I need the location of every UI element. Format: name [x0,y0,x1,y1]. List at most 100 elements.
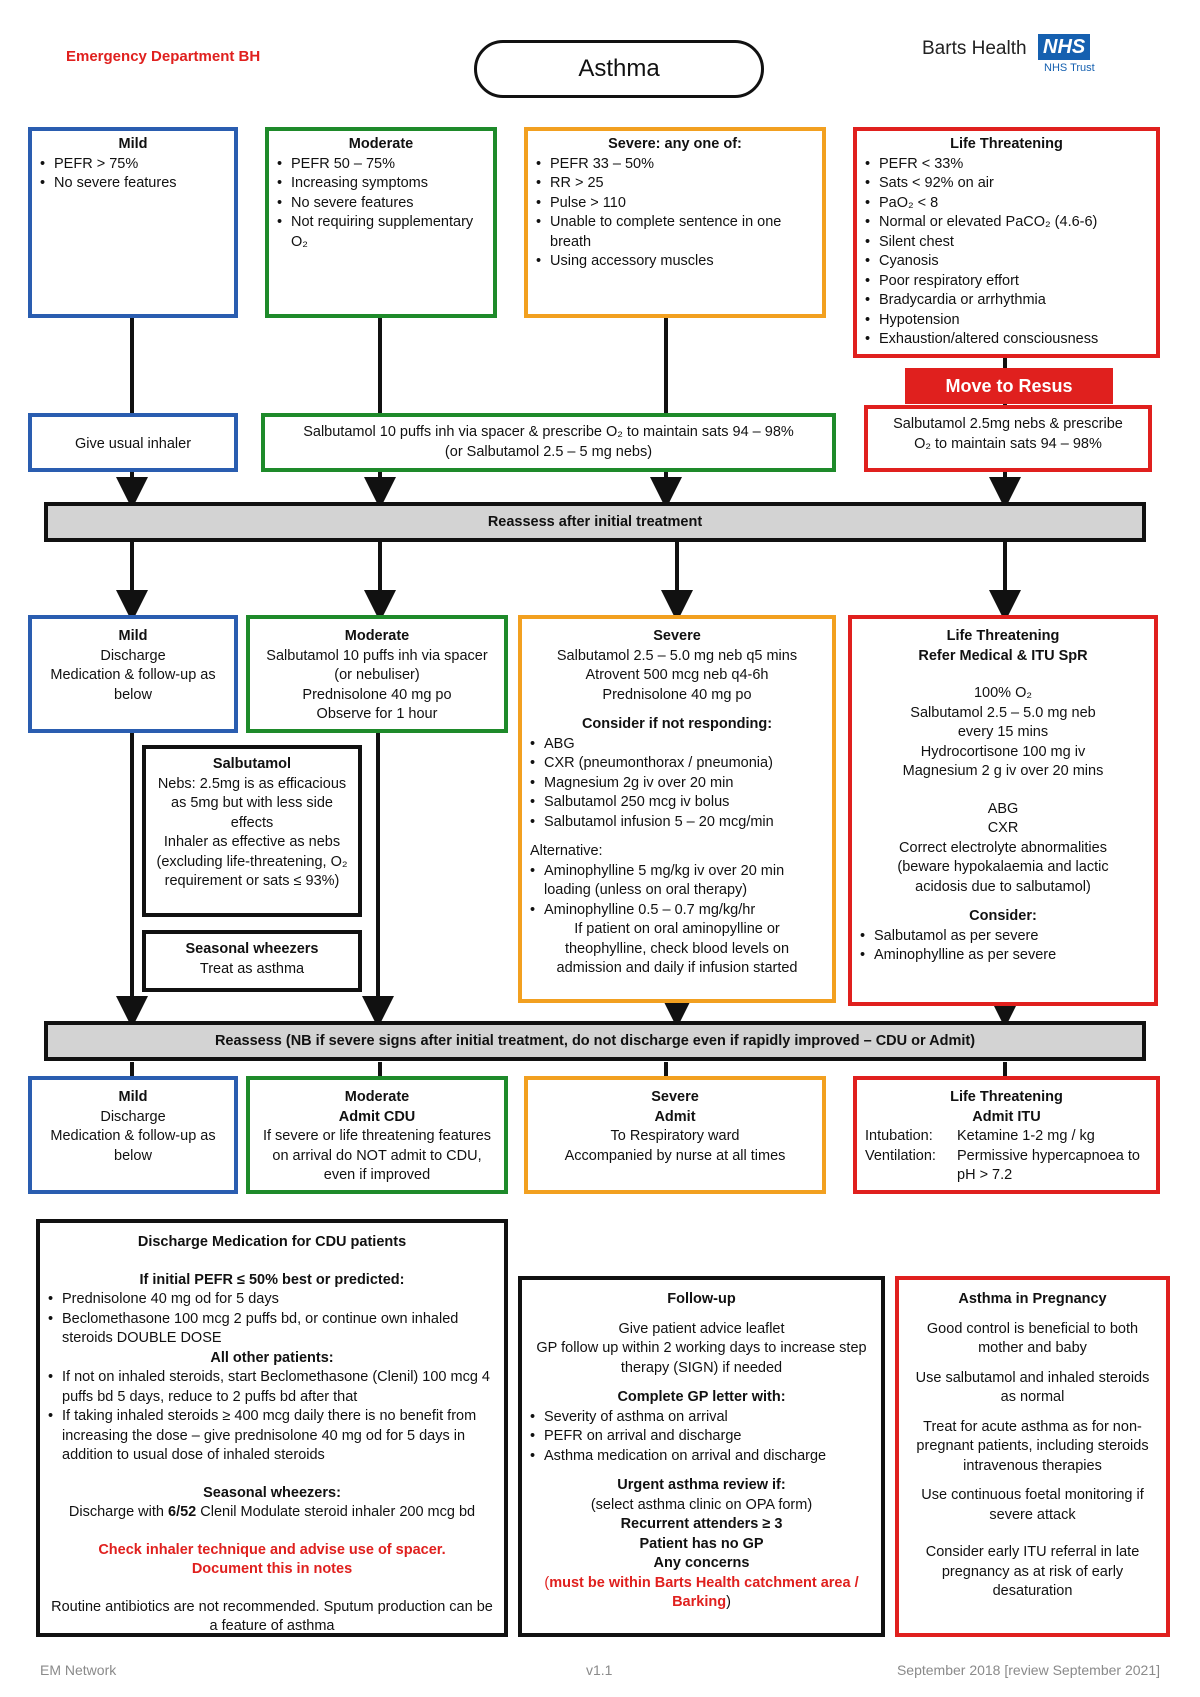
intubation-row: Intubation: Ketamine 1-2 mg / kg [865,1127,1148,1147]
text-line: Salbutamol 2.5 – 5.0 mg neb every 15 min… [910,704,1096,741]
review-item: Any concerns [653,1555,750,1571]
row-value: Ketamine 1-2 mg / kg [957,1128,1095,1144]
text-line: Give patient advice leaflet [618,1320,785,1337]
discharge-medication-box: Discharge Medication for CDU patients If… [36,1219,508,1637]
severe-disposition-box: Severe Admit To Respiratory ward Accompa… [524,1076,826,1194]
treatment-line: (or Salbutamol 2.5 – 5 mg nebs) [444,443,653,460]
other-list: If not on inhaled steroids, start Beclom… [48,1368,496,1466]
life-threatening-criteria-box: Life Threatening PEFR < 33% Sats < 92% o… [853,127,1160,358]
list-item: Aminophylline 5 mg/kg iv over 20 min loa… [530,862,824,901]
alternative-note: If patient on oral aminopylline or theop… [556,921,798,976]
life-threatening-title: Life Threatening [946,628,1060,644]
mild-criteria-box: Mild PEFR > 75% No severe features [28,127,238,318]
list-item: Salbutamol 250 mcg iv bolus [530,793,824,813]
if-title: If initial PEFR ≤ 50% best or predicted: [139,1271,405,1288]
treatment-line: Salbutamol 2.5mg nebs & prescribe [893,416,1123,432]
logo-trust: NHS Trust [1044,62,1095,74]
life-threatening-criteria-list: PEFR < 33% Sats < 92% on air PaO₂ < 8 No… [865,155,1148,350]
page-title: Asthma [474,40,764,98]
seasonal-title: Seasonal wheezers [185,941,319,957]
text-line: Salbutamol 10 puffs inh via spacer (or n… [266,647,488,684]
moderate-after-reassess-box: Moderate Salbutamol 10 puffs inh via spa… [246,615,508,733]
consider-list: ABG CXR (pneumonthorax / pneumonia) Magn… [530,735,824,833]
list-item: Sats < 92% on air [865,174,1148,194]
text-line: GP follow up within 2 working days to in… [536,1340,867,1376]
list-item: Not requiring supplementary O₂ [277,213,485,252]
list-item: Salbutamol as per severe [860,927,1146,947]
follow-up-title: Follow-up [667,1291,736,1307]
text-line: Inhaler as effective as nebs (excluding … [156,834,348,889]
severe-subtitle: Admit [654,1108,696,1125]
text-line: Discharge [100,1108,166,1125]
alternative-title: Alternative: [530,843,603,859]
footer-date: September 2018 [review September 2021] [896,1662,1160,1678]
nhs-logo: NHS [1038,34,1091,60]
pregnancy-paragraph: Use salbutamol and inhaled steroids as n… [915,1369,1150,1406]
barts-health-logo: Barts Health NHS NHS Trust [922,34,1102,78]
text-line: Medication & follow-up as below [50,667,216,703]
reassess-final-bar: Reassess (NB if severe signs after initi… [44,1021,1146,1061]
text-line: Accompanied by nurse at all times [564,1147,786,1164]
pregnancy-paragraph: Good control is beneficial to both mothe… [926,1320,1139,1357]
logo-text: Barts Health [922,38,1027,59]
salbutamol-info-box: Salbutamol Nebs: 2.5mg is as efficacious… [142,745,362,917]
review-item: Recurrent attenders ≥ 3 [620,1516,783,1532]
life-threatening-title: Life Threatening [950,136,1063,152]
list-item: No severe features [277,194,485,214]
mild-after-reassess-box: Mild Discharge Medication & follow-up as… [28,615,238,733]
mild-criteria-list: PEFR > 75% No severe features [40,155,226,194]
text-line: Prednisolone 40 mg po [602,686,752,703]
list-item: Bradycardia or arrhythmia [865,291,1148,311]
footer-version: v1.1 [586,1662,613,1678]
text-line: Hydrocortisone 100 mg iv [920,743,1086,760]
severe-criteria-list: PEFR 33 – 50% RR > 25 Pulse > 110 Unable… [536,155,814,272]
seasonal-wheezers-box: Seasonal wheezers Treat as asthma [142,930,362,992]
list-item: Using accessory muscles [536,252,814,272]
text-line: 100% O₂ [973,685,1033,701]
row-value: Permissive hypercapnoea to pH > 7.2 [957,1147,1140,1184]
mild-initial-treatment-box: Give usual inhaler [28,413,238,472]
list-item: If taking inhaled steroids ≥ 400 mcg dai… [48,1407,496,1466]
if-list: Prednisolone 40 mg od for 5 days Beclome… [48,1290,496,1349]
list-item: RR > 25 [536,174,814,194]
text-line: Prednisolone 40 mg po [302,686,452,703]
text-line: Observe for 1 hour [316,706,438,722]
treatment-line: Salbutamol 10 puffs inh via spacer & pre… [303,424,794,440]
department-label: Emergency Department BH [66,48,261,65]
severe-title: Severe: any one of: [608,136,742,152]
inhaler-technique-note: Check inhaler technique and advise use o… [98,1541,446,1578]
list-item: Magnesium 2g iv over 20 min [530,774,824,794]
text-line: Correct electrolyte abnormalities [899,839,1107,856]
list-item: Normal or elevated PaCO₂ (4.6-6) [865,213,1148,233]
text-line: Nebs: 2.5mg is as efficacious as 5mg but… [157,775,347,831]
list-item: Severity of asthma on arrival [530,1408,873,1428]
life-threatening-title: Life Threatening [950,1089,1063,1105]
consider-title: Consider: [969,908,1037,924]
text-line: To Respiratory ward [610,1128,740,1144]
footer-left: EM Network [40,1662,117,1678]
list-item: Cyanosis [865,252,1148,272]
pregnancy-paragraph: Consider early ITU referral in late preg… [925,1544,1140,1599]
life-threatening-disposition-box: Life Threatening Admit ITU Intubation: K… [853,1076,1160,1194]
salbutamol-title: Salbutamol [212,756,292,772]
list-item: Asthma medication on arrival and dischar… [530,1447,873,1467]
moderate-subtitle: Admit CDU [338,1108,416,1125]
moderate-severe-initial-treatment-box: Salbutamol 10 puffs inh via spacer & pre… [261,413,836,472]
list-item: PEFR 33 – 50% [536,155,814,175]
other-title: All other patients: [210,1349,334,1366]
moderate-criteria-list: PEFR 50 – 75% Increasing symptoms No sev… [277,155,485,253]
list-item: Aminophylline as per severe [860,946,1146,966]
list-item: PEFR on arrival and discharge [530,1427,873,1447]
life-threatening-subtitle: Admit ITU [972,1108,1041,1125]
seasonal-text: Discharge with 6/52 Clenil Modulate ster… [68,1504,476,1520]
text-line: Treat as asthma [199,960,305,977]
list-item: Increasing symptoms [277,174,485,194]
move-to-resus-banner: Move to Resus [905,368,1113,404]
list-item: Hypotension [865,311,1148,331]
asthma-in-pregnancy-box: Asthma in Pregnancy Good control is bene… [895,1276,1170,1637]
text-line: Salbutamol 2.5 – 5.0 mg neb q5 mins [556,647,798,664]
text-line: ABG [987,800,1019,817]
severe-title: Severe [651,1089,699,1105]
gp-letter-list: Severity of asthma on arrival PEFR on ar… [530,1408,873,1467]
